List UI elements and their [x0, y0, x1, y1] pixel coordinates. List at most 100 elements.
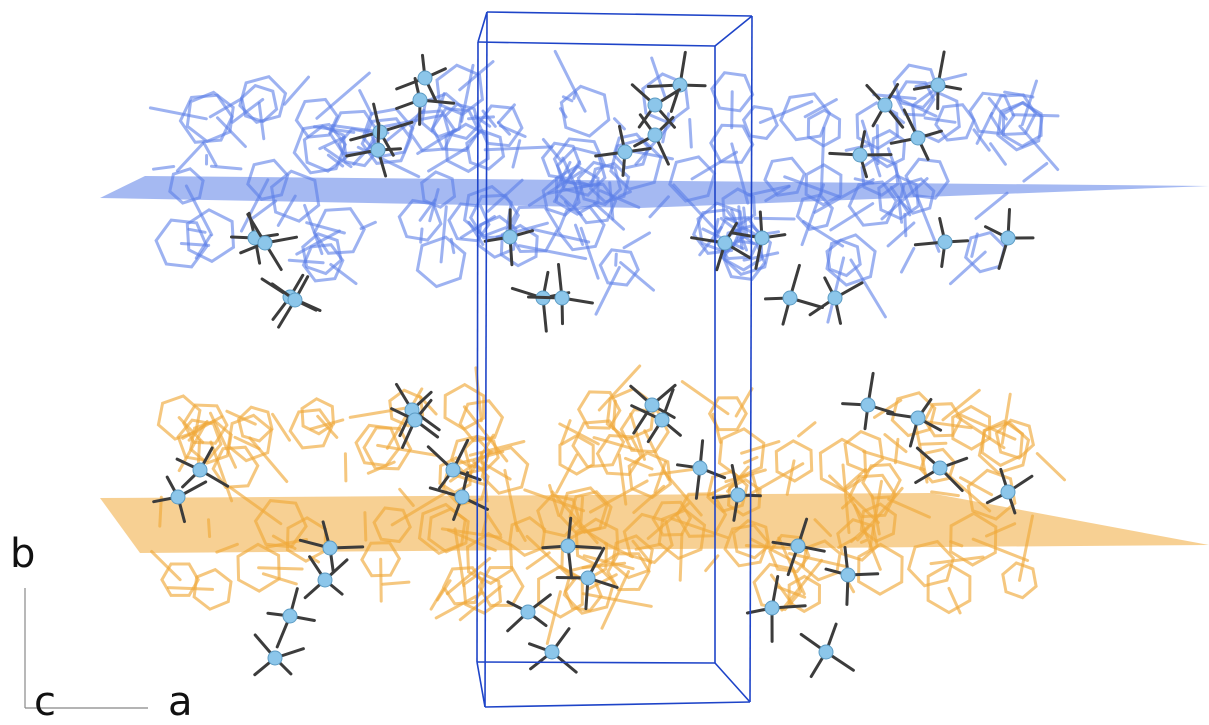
counter-ion [766, 265, 823, 324]
ion-center [455, 490, 469, 504]
lower-molecule-bond [209, 520, 210, 537]
ion-center [193, 463, 207, 477]
ion-center [561, 539, 575, 553]
ion-center [933, 461, 947, 475]
ion-center [618, 145, 632, 159]
lower-molecule-bond [799, 423, 815, 436]
ion-center [413, 93, 427, 107]
upper-molecule-bond [441, 207, 446, 262]
upper-molecule-bond [451, 239, 454, 252]
upper-molecule-bond [616, 254, 617, 265]
upper-molecule-bond [513, 141, 520, 167]
counter-ion [305, 557, 347, 598]
ion-center [408, 413, 422, 427]
upper-molecule-bond [460, 62, 493, 90]
ion-center [521, 605, 535, 619]
lower-molecule-bond [345, 454, 346, 481]
lower-molecule-bond [383, 582, 409, 584]
ion-center [911, 131, 925, 145]
ion-center [731, 488, 745, 502]
lower-molecule-bond [436, 593, 482, 618]
ion-center [446, 463, 460, 477]
axis-label-a: a [168, 682, 193, 722]
upper-molecule-bond [851, 260, 885, 317]
lower-molecule-bond [273, 414, 290, 440]
ion-center [268, 651, 282, 665]
ion-center [828, 291, 842, 305]
ion-center [938, 235, 952, 249]
lower-molecule-bond [365, 513, 366, 541]
upper-molecule-bond [331, 265, 356, 284]
upper-molecule-bond [976, 193, 1007, 218]
cell-edge [477, 662, 485, 707]
ion-center [878, 98, 892, 112]
ion-center [581, 571, 595, 585]
lower-molecule-bond [431, 589, 443, 609]
upper-molecule-bond [905, 214, 906, 235]
lower-molecule-bond [259, 568, 303, 569]
ion-center [418, 71, 432, 85]
ion-center [545, 645, 559, 659]
cell-edge [478, 42, 715, 46]
ion-center [819, 645, 833, 659]
ion-center [783, 291, 797, 305]
ion-center [648, 98, 662, 112]
ion-center [1001, 231, 1015, 245]
upper-molecule-bond [902, 249, 914, 273]
upper-molecule-bond [925, 118, 955, 122]
counter-ion [801, 624, 853, 676]
cell-edge [715, 16, 752, 46]
upper-molecule-bond [212, 166, 241, 169]
ion-center [693, 461, 707, 475]
cell-edge [477, 42, 478, 662]
lower-molecule-bond [706, 556, 718, 571]
ion-center [318, 573, 332, 587]
cell-edge [478, 12, 487, 42]
ion-center [171, 490, 185, 504]
upper-molecule-bond [1024, 164, 1047, 182]
lower-molecule-bond [527, 553, 549, 569]
ion-center [283, 609, 297, 623]
upper-molecule-bond [1013, 115, 1058, 116]
axis-label-c: c [34, 682, 56, 722]
upper-molecule-bond [991, 144, 1006, 165]
lower-molecule-bond [1037, 454, 1064, 480]
lower-molecule-bond [614, 401, 616, 429]
upper-molecule-bond [581, 228, 598, 278]
ion-center [655, 413, 669, 427]
cell-edge [750, 16, 752, 702]
upper-molecule-bond [624, 233, 649, 248]
lower-molecule-bond [680, 534, 682, 580]
upper-molecule-bond [189, 229, 205, 232]
axis-label-b: b [10, 534, 35, 574]
lower-molecule-bond [547, 592, 560, 644]
ion-center [931, 78, 945, 92]
lower-molecule-bond [168, 588, 212, 590]
ion-center [648, 128, 662, 142]
ion-center [911, 411, 925, 425]
upper-molecule-bond [951, 252, 986, 284]
ion-center [791, 539, 805, 553]
ion-center [861, 398, 875, 412]
upper-molecule-bond [855, 179, 873, 183]
upper-molecule-bond [574, 93, 576, 99]
upper-molecule-bond [177, 144, 202, 171]
ion-center [371, 143, 385, 157]
upper-molecule-bond [421, 229, 422, 242]
upper-molecule-bond [555, 51, 585, 111]
upper-molecule-bond [596, 268, 619, 315]
cell-edge [485, 702, 750, 707]
cell-edge [477, 662, 715, 663]
ion-center [853, 148, 867, 162]
ion-center [645, 398, 659, 412]
upper-molecule-bond [652, 58, 666, 98]
ion-center [258, 236, 272, 250]
upper-molecule-bond [150, 108, 206, 119]
ion-center [755, 231, 769, 245]
upper-molecule-bond [690, 120, 692, 148]
ion-center [765, 601, 779, 615]
ion-center [503, 230, 517, 244]
counter-ion [272, 277, 316, 327]
counter-ion [986, 210, 1034, 269]
